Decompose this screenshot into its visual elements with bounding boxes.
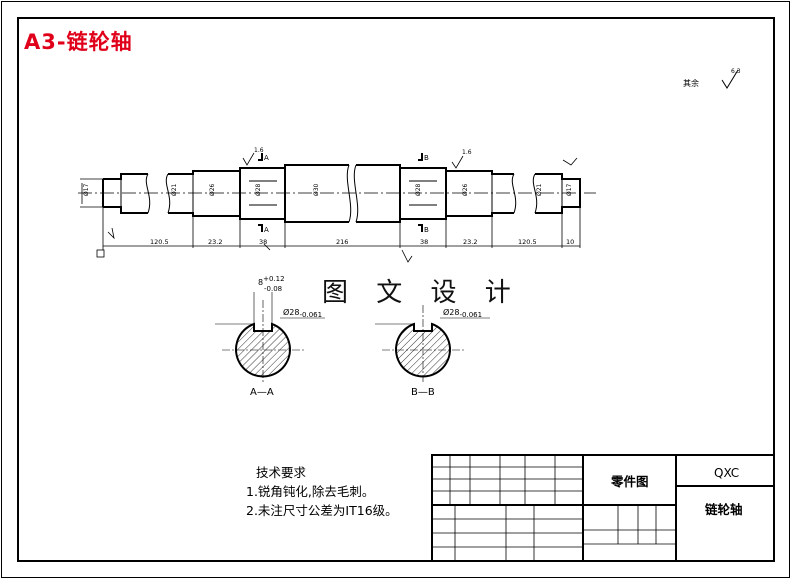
roughness-label: 其余 [683,78,699,88]
svg-text:120.5: 120.5 [150,238,169,246]
svg-text:Ø26: Ø26 [209,183,216,196]
section-a-label: A—A [250,387,274,398]
inner-border [17,17,775,562]
svg-text:Ø17: Ø17 [83,183,90,196]
tol-dia-a: Ø28-0.061 [283,307,322,319]
svg-text:Ø30: Ø30 [313,183,320,196]
drawing-code: QXC [714,466,739,480]
roughness-symbol [721,69,739,89]
svg-text:Ø28: Ø28 [415,183,422,196]
tol-keyway-a: 8+0.12-0.08 [258,275,285,293]
mark-b-top: B [424,154,429,162]
mark-a-bottom: A [264,226,269,234]
drawing-type: 零件图 [610,474,649,489]
svg-text:Ø21: Ø21 [536,183,543,196]
svg-text:23.2: 23.2 [208,238,222,246]
notes-item: 2.未注尺寸公差为IT16级。 [246,503,398,518]
section-b-view [375,305,490,382]
svg-text:Ø21: Ø21 [171,183,178,196]
notes-item: 1.锐角钝化,除去毛刺。 [246,484,375,499]
roughness-value: 6.3 [731,68,741,75]
rough-b: 1.6 [462,149,472,156]
svg-text:Ø26: Ø26 [462,183,469,196]
svg-text:Ø17: Ø17 [566,183,573,196]
svg-text:10: 10 [566,238,574,246]
technical-notes: 技术要求 1.锐角钝化,除去毛刺。 2.未注尺寸公差为IT16级。 [246,463,398,520]
rough-a: 1.6 [254,147,264,154]
title-block [431,454,775,562]
roughness-marks [107,152,578,263]
dimension-lines [80,178,581,258]
notes-heading: 技术要求 [256,465,307,480]
svg-text:38: 38 [420,238,428,246]
section-a-view [215,292,325,382]
shaft-outline [102,164,581,223]
svg-text:216: 216 [336,238,348,246]
svg-text:38: 38 [259,238,267,246]
dimension-values: 120.5 23.2 38 216 38 23.2 120.5 10 [150,238,574,246]
mark-b-bottom: B [424,226,429,234]
svg-text:Ø28: Ø28 [255,183,262,196]
watermark: 图 文 设 计 [322,278,521,308]
section-b-label: B—B [411,387,435,398]
section-markers [258,153,423,232]
mark-a-top: A [264,154,269,162]
tol-dia-b: Ø28-0.061 [443,307,482,319]
diameter-marks: Ø17 Ø21 Ø26 Ø28 Ø30 Ø28 Ø26 Ø21 Ø17 [83,183,573,196]
page-title: A3-链轮轴 [24,30,133,54]
part-name: 链轮轴 [705,502,743,517]
svg-text:23.2: 23.2 [463,238,477,246]
svg-text:120.5: 120.5 [518,238,537,246]
